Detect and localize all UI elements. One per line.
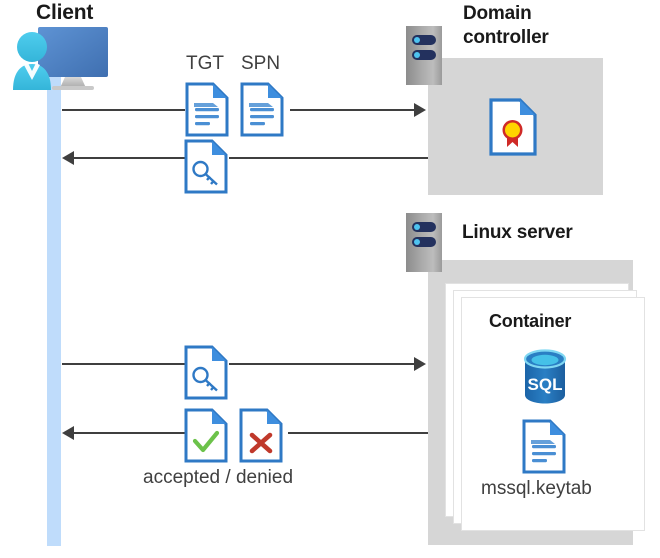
message-2-arrowhead	[62, 151, 74, 165]
message-1-line-left	[62, 109, 185, 111]
message-3-line-left	[62, 363, 185, 365]
message-4-arrowhead	[62, 426, 74, 440]
client-title: Client	[36, 1, 94, 24]
domain-controller-server-icon	[406, 26, 442, 85]
key-document-icon-2	[184, 345, 228, 405]
message-4-line-left	[74, 432, 185, 434]
spn-document-icon	[240, 82, 284, 142]
linux-server-server-icon	[406, 213, 442, 272]
message-1-line-right	[290, 109, 414, 111]
svg-text:SQL: SQL	[528, 375, 563, 394]
keytab-document-icon	[522, 419, 566, 479]
container-title: Container	[489, 311, 572, 331]
domain-controller-title-line2: controller	[463, 27, 549, 48]
message-3-line-right	[229, 363, 414, 365]
spn-label: SPN	[241, 53, 281, 74]
domain-controller-title-line1: Domain	[463, 3, 532, 24]
tgt-document-icon	[185, 82, 229, 142]
message-2-line-right	[229, 157, 428, 159]
message-4-line-right	[288, 432, 428, 434]
certificate-document-icon	[489, 98, 537, 161]
sql-database-icon: SQL	[519, 348, 571, 411]
message-2-line-left	[74, 157, 185, 159]
accepted-denied-label: accepted / denied	[143, 467, 294, 488]
message-3-arrowhead	[414, 357, 426, 371]
tgt-label: TGT	[186, 53, 224, 74]
message-1-arrowhead	[414, 103, 426, 117]
container-card-front	[461, 297, 645, 531]
keytab-file-label: mssql.keytab	[481, 478, 592, 499]
cross-document-icon	[239, 408, 283, 468]
linux-server-title: Linux server	[462, 222, 573, 243]
client-lifeline	[47, 62, 61, 546]
key-document-icon-1	[184, 139, 228, 199]
check-document-icon	[184, 408, 228, 468]
user-monitor-icon	[8, 24, 112, 92]
domain-controller-title: Domain controller	[463, 2, 613, 50]
